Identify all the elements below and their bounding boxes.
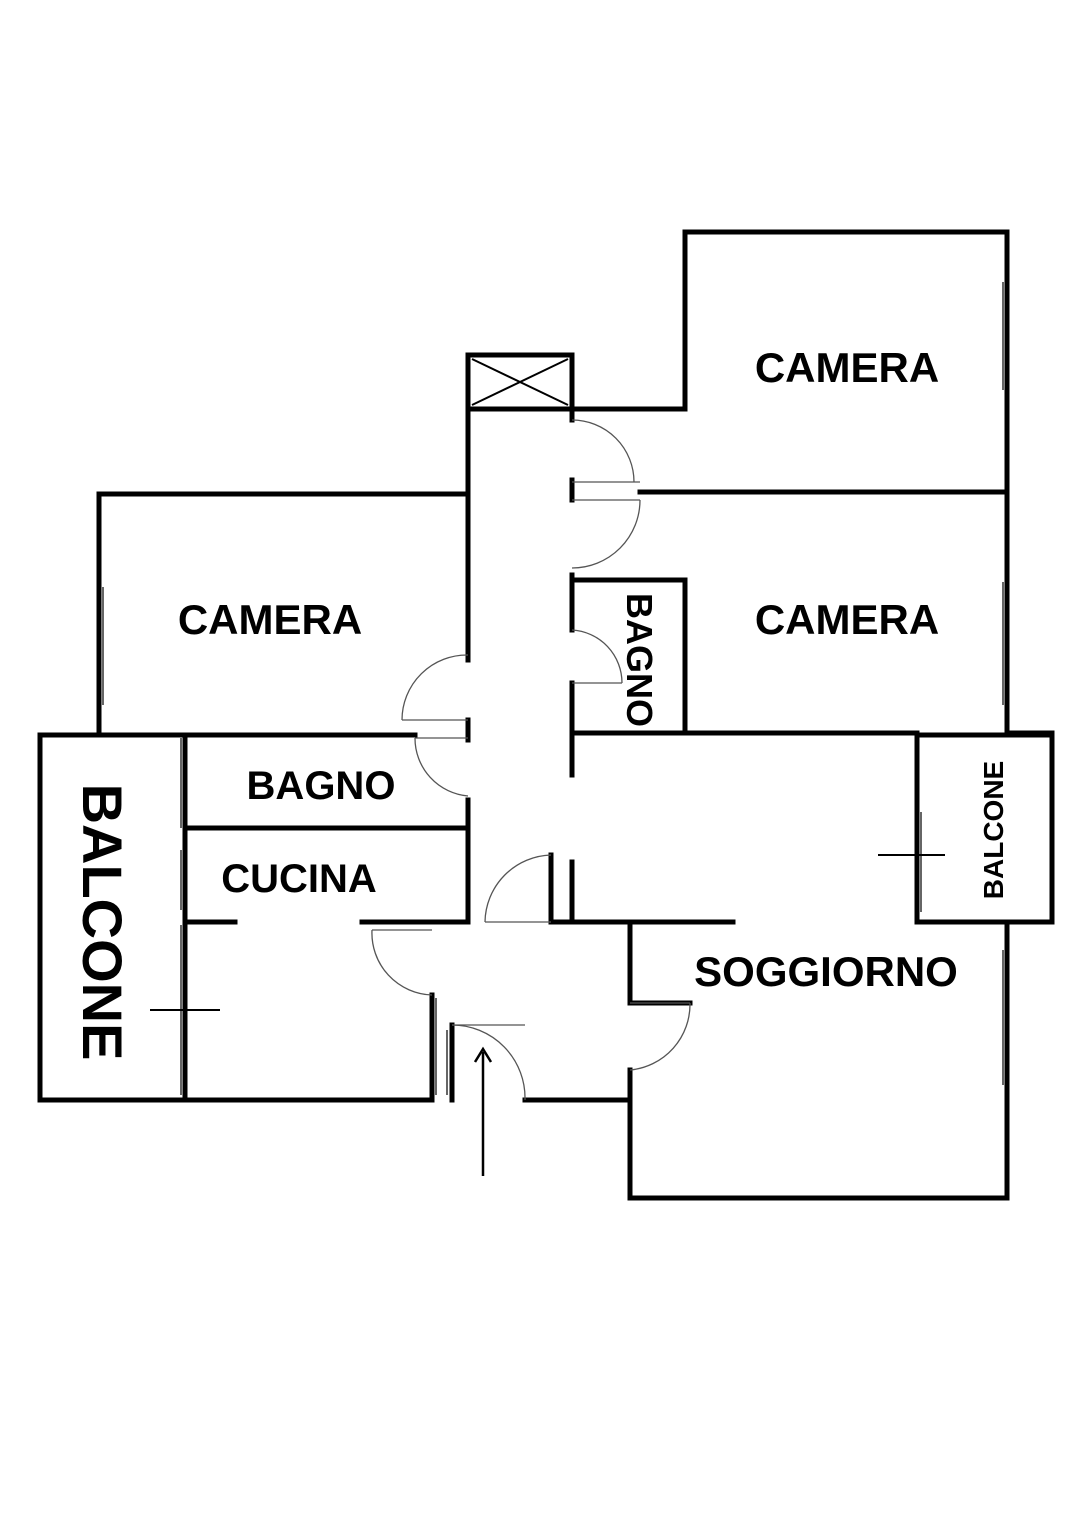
entrance-arrow-icon	[473, 1046, 493, 1176]
room-label-camera-right: CAMERA	[755, 596, 939, 643]
door-swing	[401, 654, 469, 721]
door-swing	[414, 737, 469, 797]
windows	[102, 282, 1004, 1095]
doors	[371, 419, 691, 1101]
door-swing	[571, 629, 623, 684]
room-label-bagno-left: BAGNO	[247, 764, 396, 808]
door-swing	[571, 419, 635, 483]
shaft-cross-icon	[471, 358, 569, 406]
room-label-balcone-left: BALCONE	[71, 784, 134, 1061]
sliding-doors	[150, 854, 945, 1011]
balcone-right-box	[914, 732, 1055, 925]
door-swing	[571, 499, 641, 569]
room-label-cucina: CUCINA	[221, 857, 377, 901]
door-swing	[629, 1002, 691, 1071]
room-label-soggiorno: SOGGIORNO	[694, 948, 958, 995]
room-label-camera-left: CAMERA	[178, 596, 362, 643]
door-swing	[371, 929, 433, 996]
door-swing	[451, 1024, 526, 1101]
door-swing	[484, 854, 552, 923]
room-label-bagno-small: BAGNO	[619, 593, 660, 727]
room-label-balcone-right: BALCONE	[978, 761, 1009, 899]
room-label-camera-top-right: CAMERA	[755, 344, 939, 391]
